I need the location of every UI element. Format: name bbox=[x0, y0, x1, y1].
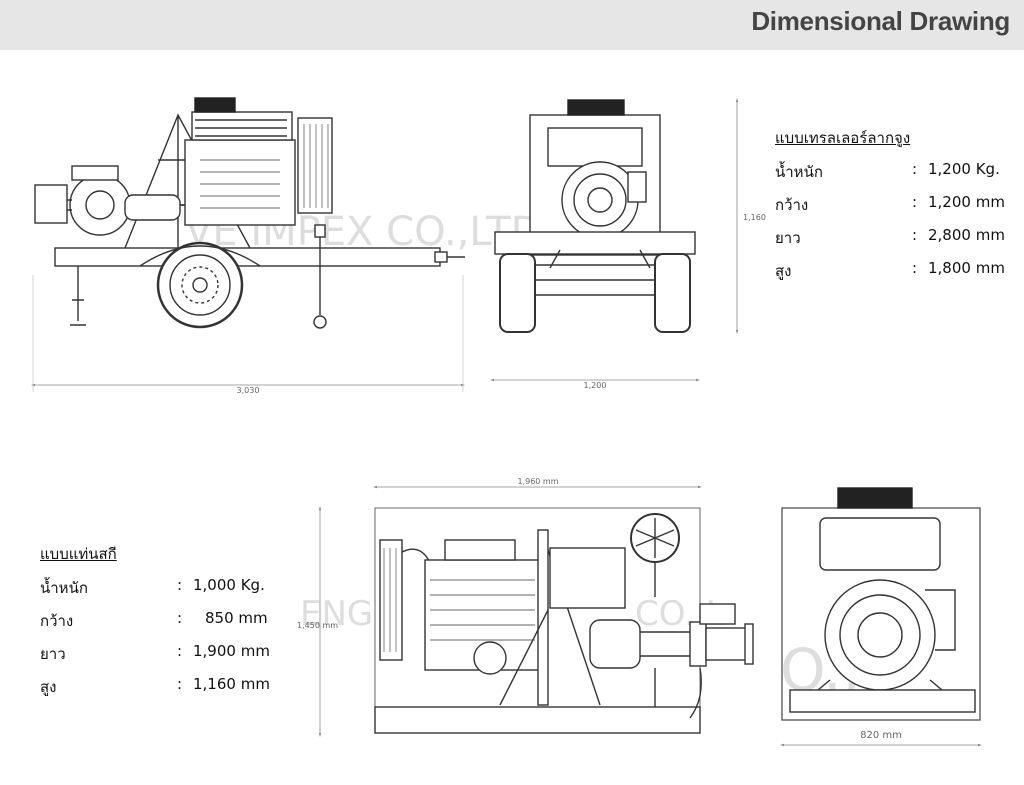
spec-value: 850 mm bbox=[205, 609, 268, 627]
skid-spec-row-weight: น้ำหนัก : 1,000 Kg. bbox=[40, 576, 280, 609]
skid-spec-row-height: สูง : 1,160 mm bbox=[40, 675, 280, 708]
spec-label: ยาว bbox=[40, 645, 66, 663]
spec-value: 1,160 mm bbox=[193, 675, 270, 693]
skid-side-dimension: 1,960 mm 1,450 mm bbox=[297, 477, 702, 737]
spec-value: 1,000 Kg. bbox=[193, 576, 265, 594]
spec-label: น้ำหนัก bbox=[40, 579, 88, 597]
spec-label: ยาว bbox=[775, 229, 801, 247]
spec-value: 1,200 mm bbox=[928, 193, 1005, 211]
skid-spec-row-width: กว้าง : 850 mm bbox=[40, 609, 280, 642]
trailer-height-dim: 1,160 bbox=[743, 213, 766, 222]
spec-value: 1,200 Kg. bbox=[928, 160, 1000, 178]
spec-separator: : bbox=[177, 609, 183, 627]
spec-separator: : bbox=[912, 226, 918, 244]
skid-length-dim: 1,960 mm bbox=[517, 477, 558, 486]
skid-height-dim: 1,450 mm bbox=[297, 621, 338, 630]
trailer-front-view bbox=[494, 99, 696, 333]
skid-spec-title: แบบแท่นสกี bbox=[40, 545, 117, 563]
skid-spec-row-length: ยาว : 1,900 mm bbox=[40, 642, 280, 675]
skid-spec-block: แบบแท่นสกี น้ำหนัก : 1,000 Kg. กว้าง : 8… bbox=[40, 542, 280, 708]
spec-label: กว้าง bbox=[775, 196, 809, 214]
trailer-length-dim: 3,030 bbox=[237, 386, 260, 395]
spec-label: น้ำหนัก bbox=[775, 163, 823, 181]
trailer-width-dim: 1,200 bbox=[584, 381, 607, 390]
trailer-side-dimension: 3,030 bbox=[31, 275, 465, 395]
spec-separator: : bbox=[912, 160, 918, 178]
trailer-side-view bbox=[34, 97, 465, 329]
watermark-bottom-left: ENG bbox=[300, 594, 373, 634]
spec-label: สูง bbox=[775, 262, 792, 280]
skid-front-dimension: 820 mm bbox=[780, 730, 982, 747]
trailer-spec-title: แบบเทรลเลอร์ลากจูง bbox=[775, 129, 911, 147]
trailer-spec-row-weight: น้ำหนัก : 1,200 Kg. bbox=[775, 160, 1015, 193]
spec-value: 2,800 mm bbox=[928, 226, 1005, 244]
skid-width-dim: 820 mm bbox=[860, 730, 902, 741]
trailer-spec-row-length: ยาว : 2,800 mm bbox=[775, 226, 1015, 259]
spec-value: 1,900 mm bbox=[193, 642, 270, 660]
page-title: Dimensional Drawing bbox=[751, 6, 1010, 36]
spec-label: กว้าง bbox=[40, 612, 74, 630]
spec-separator: : bbox=[177, 576, 183, 594]
header-bar: Dimensional Drawing bbox=[0, 0, 1024, 50]
spec-separator: : bbox=[177, 642, 183, 660]
trailer-front-dimension: 1,200 1,160 bbox=[490, 98, 766, 390]
spec-label: สูง bbox=[40, 678, 57, 696]
trailer-spec-row-height: สูง : 1,800 mm bbox=[775, 259, 1015, 292]
skid-front-view bbox=[781, 487, 981, 721]
spec-value: 1,800 mm bbox=[928, 259, 1005, 277]
spec-separator: : bbox=[912, 259, 918, 277]
trailer-spec-block: แบบเทรลเลอร์ลากจูง น้ำหนัก : 1,200 Kg. ก… bbox=[775, 126, 1015, 292]
spec-separator: : bbox=[177, 675, 183, 693]
trailer-spec-row-width: กว้าง : 1,200 mm bbox=[775, 193, 1015, 226]
spec-separator: : bbox=[912, 193, 918, 211]
skid-side-view bbox=[374, 507, 754, 734]
